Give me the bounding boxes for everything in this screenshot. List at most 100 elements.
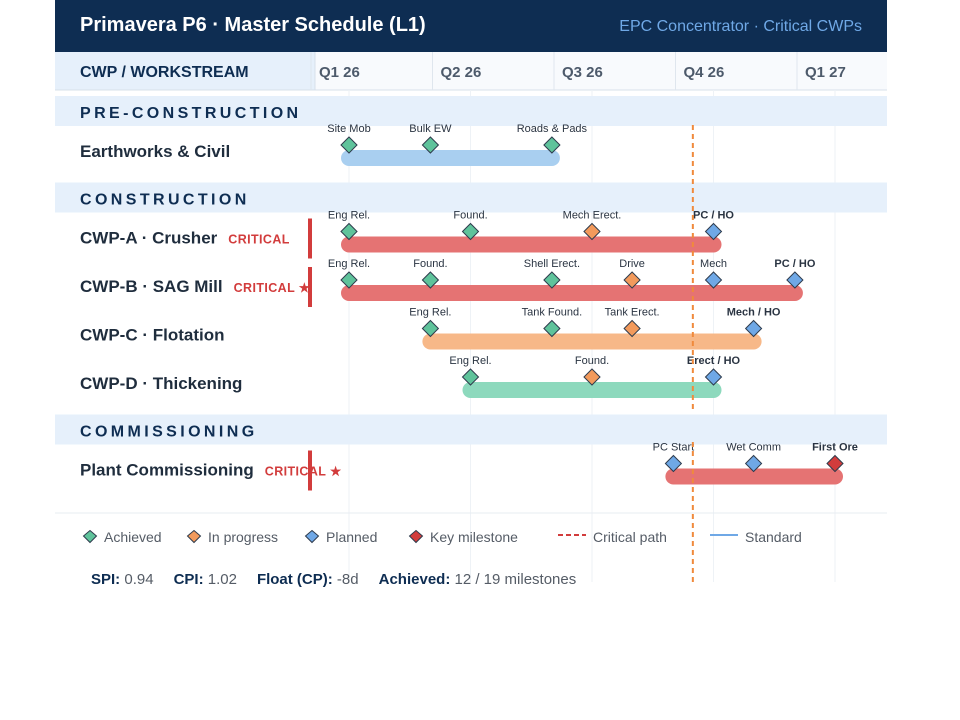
milestone-label: PC Start xyxy=(653,442,695,454)
milestone-label: Drive xyxy=(619,258,645,270)
row-label[interactable]: CWP-D · Thickening xyxy=(80,374,242,393)
metrics-bar: SPI: 0.94 CPI: 1.02 Float (CP): -8d Achieve… xyxy=(91,571,596,588)
section-band xyxy=(55,414,887,445)
milestone-label: Mech Erect. xyxy=(563,210,622,222)
milestone-label: Found. xyxy=(575,355,609,367)
row-label[interactable]: CWP-B · SAG Mill xyxy=(80,277,223,296)
critical-flag: CRITICAL ★ xyxy=(265,465,342,479)
milestone-label: Roads & Pads xyxy=(517,123,588,135)
quarter-label: Q3 26 xyxy=(562,64,603,81)
milestone-marker[interactable] xyxy=(340,136,358,154)
milestone-marker[interactable] xyxy=(543,271,561,289)
legend-label: Achieved xyxy=(104,529,162,545)
legend-swatch-key xyxy=(408,529,424,544)
critical-indicator xyxy=(308,218,312,259)
metric-value: 1.02 xyxy=(203,571,237,588)
milestone-marker[interactable] xyxy=(461,368,480,386)
table-header-label: CWP / WORKSTREAM xyxy=(80,64,249,81)
metric-label: CPI: xyxy=(173,571,204,588)
section-band xyxy=(55,182,887,213)
milestone-label: Tank Erect. xyxy=(605,307,660,319)
milestone-marker[interactable] xyxy=(744,454,763,473)
milestone-marker[interactable] xyxy=(786,271,804,289)
metric: Float (CP): -8d xyxy=(257,571,359,588)
section-header: CONSTRUCTION xyxy=(80,192,250,209)
milestone-marker[interactable] xyxy=(583,222,601,241)
quarter-label: Q2 26 xyxy=(441,64,482,81)
section-header: PRE-CONSTRUCTION xyxy=(80,105,302,122)
milestone-marker[interactable] xyxy=(543,136,561,154)
milestone-label: Tank Found. xyxy=(522,307,583,319)
milestone-label: Eng Rel. xyxy=(328,258,370,270)
critical-indicator xyxy=(308,450,312,491)
milestone-label: Shell Erect. xyxy=(524,258,580,270)
table-header-cell xyxy=(55,52,315,90)
row-label[interactable]: CWP-A · Crusher xyxy=(80,229,218,248)
milestone-marker[interactable] xyxy=(340,271,358,289)
legend-swatch-in-progress xyxy=(186,529,202,544)
milestone-label: Eng Rel. xyxy=(328,210,370,222)
legend-swatch-achieved xyxy=(82,529,98,544)
row-label[interactable]: Plant Commissioning xyxy=(80,461,254,480)
milestone-label: Wet Comm xyxy=(726,442,781,454)
metric-value: 0.94 xyxy=(120,571,154,588)
milestone-label: Bulk EW xyxy=(409,123,452,135)
milestone-label: Site Mob xyxy=(327,123,370,135)
metric-label: Float (CP): xyxy=(256,571,333,588)
critical-indicator xyxy=(308,267,312,307)
metric: SPI: 0.94 xyxy=(91,571,154,588)
metric-label: Achieved: xyxy=(378,571,451,588)
schedule-panel: Primavera P6 · Master Schedule (L1) EPC … xyxy=(55,0,887,600)
milestone-label: Found. xyxy=(413,258,447,270)
gantt-chart: CWP / WORKSTREAM Q1 26 Q2 26 Q3 26 Q4 26 Q1 2… xyxy=(55,52,887,582)
metric-value: -8d xyxy=(332,571,359,588)
app-title: Primavera P6 · Master Schedule (L1) xyxy=(80,14,426,36)
legend-label: Critical path xyxy=(593,529,667,545)
milestone-marker[interactable] xyxy=(421,319,440,338)
critical-flag: CRITICAL xyxy=(228,233,290,247)
critical-flag: CRITICAL ★ xyxy=(234,281,311,295)
milestone-marker[interactable] xyxy=(664,454,683,473)
milestone-marker[interactable] xyxy=(704,222,723,241)
milestone-marker[interactable] xyxy=(583,368,601,386)
milestone-label: PC / HO xyxy=(693,210,734,222)
legend-swatch-planned xyxy=(304,529,320,544)
quarter-label: Q1 27 xyxy=(805,64,846,81)
milestone-marker[interactable] xyxy=(826,454,844,473)
legend-label: Standard xyxy=(745,529,802,545)
metric-value: 12 / 19 milestones xyxy=(450,571,577,588)
milestone-marker[interactable] xyxy=(340,222,358,241)
row-label[interactable]: CWP-C · Flotation xyxy=(80,326,224,345)
milestone-label: Mech xyxy=(700,258,727,270)
legend-label: Key milestone xyxy=(430,529,518,545)
milestone-label: Eng Rel. xyxy=(449,355,491,367)
milestone-label: PC / HO xyxy=(774,258,815,270)
milestone-marker[interactable] xyxy=(704,271,723,289)
milestone-label: Erect / HO xyxy=(687,355,741,367)
section-band xyxy=(55,96,887,126)
milestone-marker[interactable] xyxy=(421,136,440,154)
milestone-marker[interactable] xyxy=(744,319,763,338)
metric: CPI: 1.02 xyxy=(174,571,237,588)
milestone-marker[interactable] xyxy=(543,319,561,338)
milestone-marker[interactable] xyxy=(421,271,440,289)
milestone-marker[interactable] xyxy=(704,368,723,386)
section-header: COMMISSIONING xyxy=(80,424,258,441)
metric-label: SPI: xyxy=(91,571,121,588)
legend-label: Planned xyxy=(326,529,377,545)
milestone-label: Eng Rel. xyxy=(409,307,451,319)
milestone-marker[interactable] xyxy=(623,271,641,289)
metric: Achieved: 12 / 19 milestones xyxy=(379,571,577,588)
title-bar: Primavera P6 · Master Schedule (L1) EPC … xyxy=(55,0,887,52)
quarter-label: Q1 26 xyxy=(319,64,360,81)
milestone-label: First Ore xyxy=(812,442,858,454)
milestone-label: Mech / HO xyxy=(727,307,781,319)
legend-label: In progress xyxy=(208,529,278,545)
milestone-marker[interactable] xyxy=(461,222,480,241)
timeline-header xyxy=(315,52,887,90)
milestone-marker[interactable] xyxy=(623,319,641,338)
quarter-label: Q4 26 xyxy=(684,64,725,81)
row-label[interactable]: Earthworks & Civil xyxy=(80,142,230,161)
milestone-label: Found. xyxy=(453,210,487,222)
app-subtitle: EPC Concentrator · Critical CWPs xyxy=(619,18,862,35)
